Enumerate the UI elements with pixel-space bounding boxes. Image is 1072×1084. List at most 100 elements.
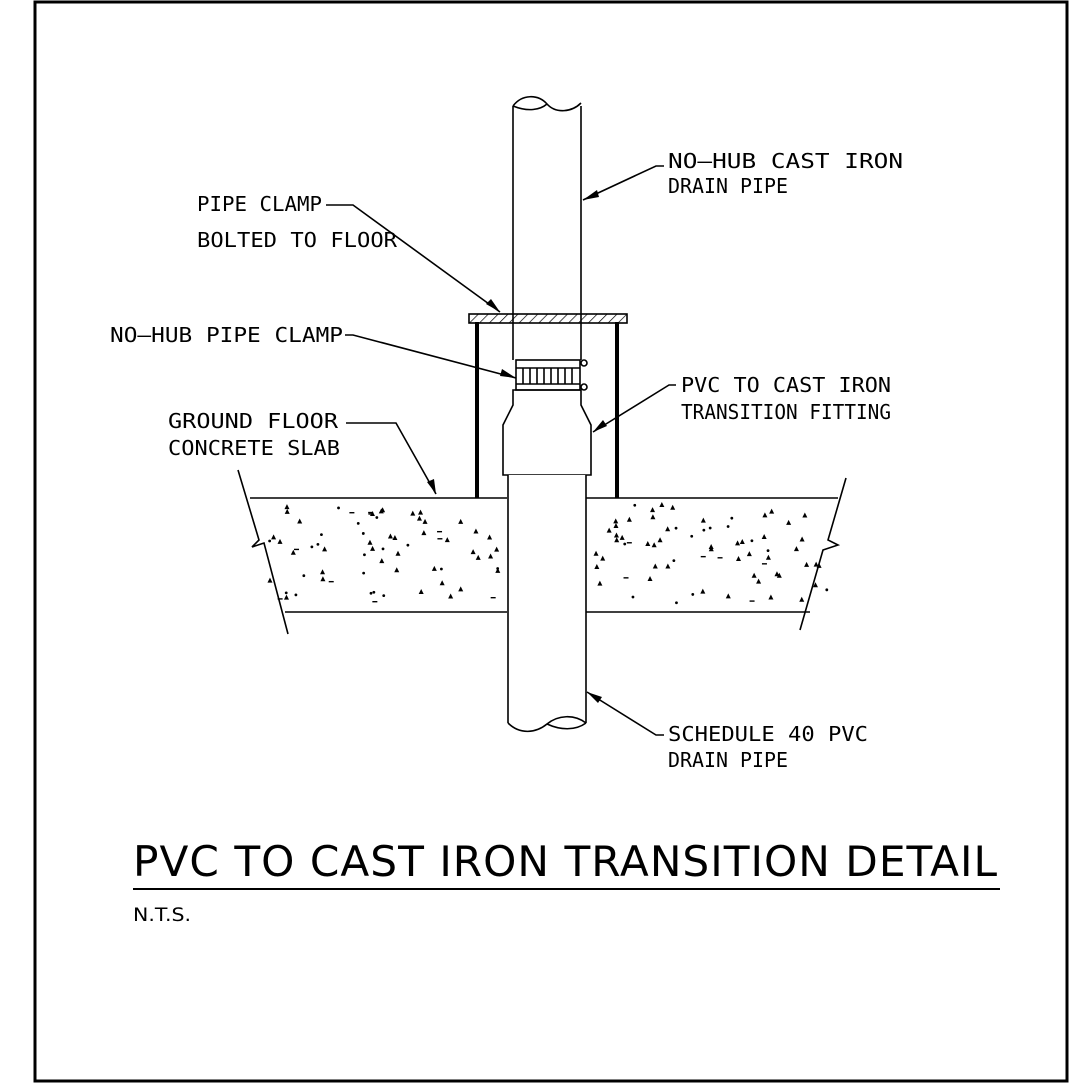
aggregate-speck bbox=[361, 532, 365, 535]
aggregate-speck bbox=[375, 516, 379, 519]
aggregate-speck bbox=[645, 541, 651, 547]
aggregate-speck bbox=[708, 546, 714, 552]
pipe-clamp-label-line2: BOLTED TO FLOOR bbox=[197, 228, 398, 252]
pvc-pipe-label-line1: SCHEDULE 40 PVC bbox=[668, 722, 868, 746]
aggregate-speck bbox=[363, 553, 366, 557]
pipe-clamp-label-line1: PIPE CLAMP bbox=[197, 192, 322, 216]
aggregate-speck bbox=[422, 518, 428, 524]
aggregate-speck bbox=[751, 572, 757, 578]
aggregate-speck bbox=[431, 565, 437, 571]
nohub-clamp-label: NO–HUB PIPE CLAMP bbox=[110, 323, 343, 347]
aggregate-speck bbox=[597, 580, 603, 586]
aggregate-speck bbox=[670, 504, 676, 510]
aggregate-speck bbox=[613, 523, 619, 529]
slab-label-line2: CONCRETE SLAB bbox=[168, 436, 340, 460]
aggregate-speck bbox=[633, 503, 637, 507]
aggregate-speck bbox=[362, 571, 366, 575]
aggregate-speck bbox=[665, 563, 671, 569]
aggregate-speck bbox=[271, 534, 277, 540]
pvc-pipe bbox=[507, 475, 587, 733]
aggregate-speck bbox=[378, 508, 384, 514]
aggregate-speck bbox=[394, 567, 400, 573]
aggregate-speck bbox=[470, 549, 476, 555]
aggregate-speck bbox=[762, 512, 768, 518]
aggregate-speck bbox=[488, 553, 494, 559]
aggregate-speck bbox=[268, 539, 272, 543]
detail-title: PVC TO CAST IRON TRANSITION DETAIL bbox=[133, 837, 998, 886]
aggregate-speck bbox=[284, 508, 290, 514]
aggregate-speck bbox=[700, 517, 706, 523]
aggregate-speck bbox=[766, 549, 770, 553]
aggregate-speck bbox=[267, 577, 273, 583]
aggregate-speck bbox=[322, 546, 328, 552]
aggregate-speck bbox=[650, 514, 656, 520]
aggregate-speck bbox=[613, 518, 619, 524]
aggregate-speck bbox=[619, 534, 625, 540]
aggregate-speck bbox=[418, 588, 424, 594]
aggregate-speck bbox=[735, 540, 741, 546]
aggregate-speck bbox=[665, 526, 671, 532]
aggregate-speck bbox=[372, 590, 376, 594]
aggregate-speck bbox=[675, 601, 678, 605]
aggregate-speck bbox=[799, 536, 805, 542]
aggregate-speck bbox=[320, 533, 323, 537]
aggregate-speck bbox=[406, 543, 410, 547]
aggregate-speck bbox=[416, 515, 422, 521]
aggregate-speck bbox=[739, 539, 745, 545]
aggregate-speck bbox=[613, 532, 619, 538]
aggregate-speck bbox=[730, 516, 734, 520]
aggregate-speck bbox=[768, 594, 774, 600]
aggregate-speck bbox=[769, 508, 775, 514]
aggregate-speck bbox=[382, 594, 386, 598]
aggregate-speck bbox=[776, 572, 782, 578]
aggregate-speck bbox=[421, 530, 427, 536]
aggregate-speck bbox=[674, 526, 678, 530]
aggregate-speck bbox=[623, 542, 627, 546]
aggregate-speck bbox=[593, 550, 599, 556]
aggregate-speck bbox=[708, 526, 712, 530]
aggregate-speck bbox=[367, 539, 373, 545]
aggregate-speck bbox=[290, 549, 296, 555]
aggregate-speck bbox=[825, 588, 829, 592]
aggregate-speck bbox=[395, 550, 401, 556]
aggregate-speck bbox=[284, 591, 288, 595]
aggregate-speck bbox=[774, 571, 780, 577]
aggregate-speck bbox=[647, 575, 653, 581]
aggregate-speck bbox=[448, 593, 454, 599]
aggregate-speck bbox=[379, 558, 385, 564]
aggregate-speck bbox=[387, 533, 393, 539]
cast-iron-pipe-label-line2: DRAIN PIPE bbox=[668, 174, 788, 198]
aggregate-speck bbox=[606, 527, 612, 533]
aggregate-speck bbox=[672, 559, 676, 563]
aggregate-speck bbox=[284, 504, 290, 510]
aggregate-speck bbox=[475, 554, 481, 560]
aggregate-speck bbox=[294, 593, 298, 597]
slab-label-line1: GROUND FLOOR bbox=[168, 409, 339, 433]
aggregate-speck bbox=[439, 567, 443, 571]
clamp-support-rods bbox=[475, 322, 619, 498]
aggregate-speck bbox=[652, 563, 658, 569]
transition-fitting-label-line1: PVC TO CAST IRON bbox=[681, 373, 891, 397]
aggregate-speck bbox=[659, 502, 665, 508]
aggregate-speck bbox=[626, 516, 632, 522]
aggregate-speck bbox=[813, 561, 819, 567]
aggregate-speck bbox=[494, 546, 500, 552]
aggregate-speck bbox=[700, 588, 706, 594]
aggregate-speck bbox=[310, 545, 314, 549]
transition-fitting bbox=[502, 389, 592, 476]
aggregate-speck bbox=[756, 578, 762, 584]
aggregate-speck bbox=[410, 510, 416, 516]
aggregate-speck bbox=[316, 542, 320, 546]
aggregate-speck bbox=[651, 542, 657, 548]
aggregate-speck bbox=[812, 582, 818, 588]
aggregate-speck bbox=[802, 512, 808, 518]
aggregate-speck bbox=[458, 518, 464, 524]
aggregate-speck bbox=[337, 506, 340, 510]
scale-note: N.T.S. bbox=[133, 904, 191, 926]
pvc-pipe-label-line2: DRAIN PIPE bbox=[668, 748, 788, 772]
aggregate-speck bbox=[444, 537, 450, 543]
aggregate-speck bbox=[439, 580, 445, 586]
concrete-aggregate bbox=[267, 502, 829, 605]
aggregate-speck bbox=[487, 534, 493, 540]
aggregate-speck bbox=[369, 591, 373, 595]
